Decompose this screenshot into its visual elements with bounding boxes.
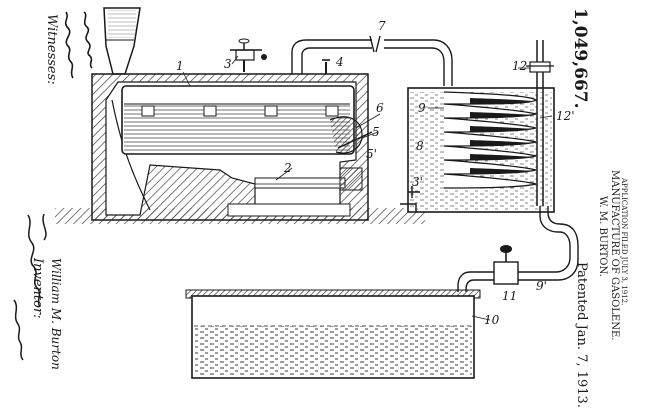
application-filed: APPLICATION FILED JULY 3, 1912. [620,177,628,305]
patent-title: MANUFACTURE OF GASOLENE. [609,170,620,340]
witness-signature-1 [64,11,74,79]
label-9: 9 [418,101,426,115]
label-4: 4 [335,55,344,69]
label-8: 8 [416,139,424,153]
patent-number: 1,049,667. [570,8,590,109]
vapor-pipe [291,35,453,86]
label-7: 7 [378,19,386,33]
label-8-prime: 3' [412,175,423,189]
attorney-signature [27,213,47,308]
label-12-prime: 12' [556,109,575,123]
witnesses-label: Witnesses: [44,14,59,85]
label-1: 1 [176,59,184,73]
still-end-cap [329,116,363,154]
label-2: 2 [283,161,292,175]
firebox [254,177,346,189]
label-5: 5 [372,125,380,139]
label-10: 10 [484,313,500,327]
witness-signature-2 [83,11,93,69]
label-3: 3 [224,57,232,71]
condenser [400,40,555,213]
label-5-prime: 5' [366,147,377,161]
label-9-prime: 9' [536,279,547,293]
leader-lines [182,55,553,321]
valve-3 [230,38,267,72]
patented-date: Patented Jan. 7, 1913. [574,262,589,408]
receiving-tank [185,289,481,379]
drain-pipe [457,206,579,292]
receiver-liquid [194,326,472,376]
label-6: 6 [376,101,384,115]
inventor-header: W. M. BURTON. [597,196,608,277]
witness-signatures: Witnesses: [44,11,93,85]
furnace [55,7,425,224]
reference-numerals: 1 2 3 4 5 5' 6 7 8 3' 9 9' 10 11 12 12' [176,19,575,327]
inventor-name: William M. Burton [49,258,63,370]
attorney-signature-tail [13,299,24,361]
label-11: 11 [502,289,517,303]
inventor-signatures: Inventor: William M. Burton [13,213,63,370]
label-12: 12 [512,59,527,73]
